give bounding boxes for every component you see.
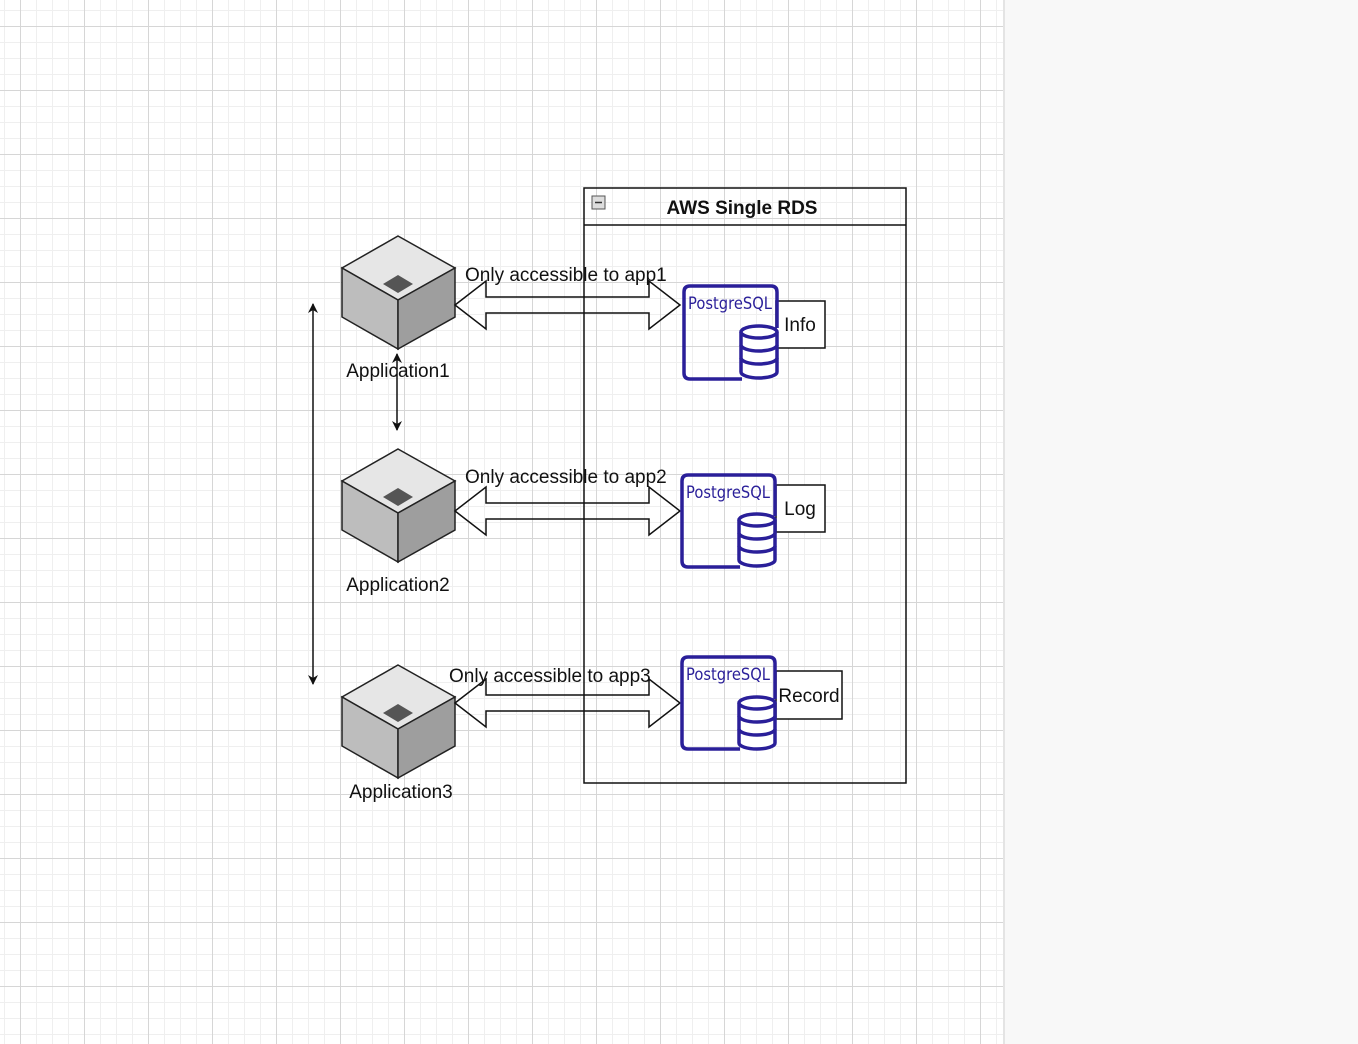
postgresql-icon [680, 655, 777, 751]
app1-db-flex-arrow[interactable] [453, 279, 682, 331]
application2-label: Application2 [346, 575, 450, 596]
connection3-label: Only accessible to app3 [449, 666, 651, 687]
connection1-label: Only accessible to app1 [465, 265, 667, 286]
application1-label: Application1 [346, 361, 450, 382]
rds-container-frame [583, 187, 907, 784]
database1-name-box [775, 300, 826, 349]
database2-node[interactable]: Log PostgreSQL [680, 473, 826, 569]
diagram-canvas[interactable] [0, 0, 1003, 1044]
rds-container-title: AWS Single RDS [667, 198, 818, 219]
app3-db-flex-arrow[interactable] [453, 677, 682, 729]
server-cube-icon [340, 448, 457, 564]
database3-name: Record [778, 686, 839, 707]
database3-name-box [775, 670, 843, 720]
connection2-label: Only accessible to app2 [465, 467, 667, 488]
database1-name: Info [784, 315, 816, 336]
application1-node[interactable]: Application1 [340, 235, 457, 382]
diagram: AWS Single RDS Application1 Application2 [308, 187, 907, 803]
database1-engine: PostgreSQL [688, 294, 772, 314]
postgresql-icon [680, 473, 777, 569]
canvas-edge [1003, 0, 1005, 1044]
database1-node[interactable]: Info PostgreSQL [682, 284, 826, 381]
collapse-minus-icon[interactable] [591, 195, 606, 210]
postgresql-icon [682, 284, 779, 381]
database3-node[interactable]: Record PostgreSQL [680, 655, 843, 751]
database3-engine: PostgreSQL [686, 665, 770, 685]
database2-name: Log [784, 499, 816, 520]
application2-node[interactable]: Application2 [340, 448, 457, 596]
rds-container[interactable]: AWS Single RDS [583, 187, 907, 784]
application3-label: Application3 [349, 782, 453, 803]
app2-db-flex-arrow[interactable] [453, 485, 682, 537]
server-cube-icon [340, 235, 457, 351]
application3-node[interactable]: Application3 [340, 664, 457, 803]
server-cube-icon [340, 664, 457, 780]
database2-engine: PostgreSQL [686, 483, 770, 503]
